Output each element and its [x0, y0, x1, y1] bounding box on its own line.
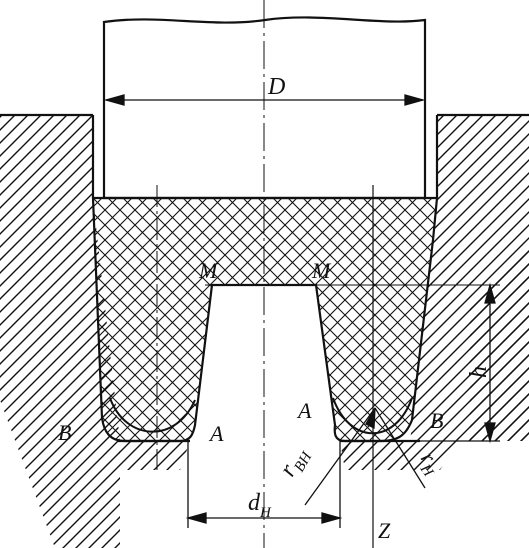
dimension-D	[103, 94, 426, 106]
label-B-left: B	[58, 420, 71, 445]
left-bottom-radius	[109, 397, 196, 433]
label-h: h	[466, 366, 492, 378]
bottom-hatching	[118, 441, 460, 470]
dimension-dH	[185, 441, 343, 528]
label-rBH: rBH	[275, 442, 316, 483]
dimension-h	[410, 282, 500, 444]
radius-leaders	[304, 407, 426, 506]
label-D: D	[267, 74, 285, 100]
label-dH: dH	[248, 490, 272, 521]
right-wall-hatching	[410, 115, 529, 548]
label-A-left: A	[208, 421, 224, 446]
label-M-right: M	[311, 258, 332, 283]
container-outline	[0, 113, 529, 443]
label-M-left: M	[198, 258, 219, 283]
material-section	[91, 196, 439, 443]
label-B-right: B	[430, 408, 443, 433]
left-wall-hatching	[0, 115, 120, 548]
label-Z: Z	[378, 518, 391, 543]
label-A-right: A	[296, 398, 312, 423]
